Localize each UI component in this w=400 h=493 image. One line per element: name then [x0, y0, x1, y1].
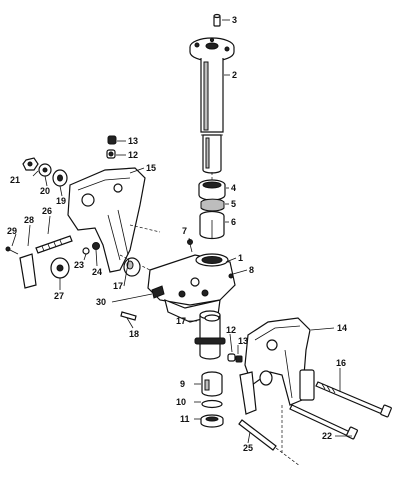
- part-26-threaded-stud: [35, 235, 73, 254]
- callout-10: 10: [176, 397, 186, 407]
- part-20-washer: [38, 163, 52, 177]
- callout-30: 30: [96, 297, 106, 307]
- part-11-washer: [200, 414, 224, 428]
- part-21-nut: [22, 157, 39, 171]
- part-5-clip: [200, 198, 225, 212]
- callout-13-lower: 13: [238, 336, 248, 346]
- callout-24: 24: [92, 267, 102, 277]
- part-10-o-ring: [201, 399, 223, 409]
- callout-16: 16: [336, 358, 346, 368]
- callout-22: 22: [322, 431, 332, 441]
- callout-12-upper: 12: [128, 150, 138, 160]
- part-2-steering-tube: [189, 37, 235, 174]
- callout-11: 11: [180, 414, 190, 424]
- part-12-nut-upper: [106, 149, 116, 159]
- part-17-spacer-lower: [204, 314, 220, 322]
- part-25-pin: [238, 419, 301, 467]
- callout-15: 15: [146, 163, 156, 173]
- callout-25: 25: [243, 443, 253, 453]
- part-15-clamp-bracket-left: [67, 167, 161, 273]
- callout-28: 28: [24, 215, 34, 225]
- callout-12-lower: 12: [226, 325, 236, 335]
- part-29-screw: [5, 246, 19, 255]
- part-14-clamp-bracket-right: [239, 317, 315, 415]
- callout-7: 7: [182, 226, 187, 236]
- part-3-pin: [213, 13, 221, 27]
- callout-20: 20: [40, 186, 50, 196]
- callout-6: 6: [231, 217, 236, 227]
- callout-2: 2: [232, 70, 237, 80]
- part-28-handle: [19, 253, 37, 289]
- callout-29: 29: [7, 226, 17, 236]
- part-4-bushing: [198, 179, 226, 201]
- part-13-bolt-upper: [107, 135, 117, 145]
- callout-18: 18: [129, 329, 139, 339]
- callout-14: 14: [337, 323, 347, 333]
- callout-17-lower: 17: [176, 316, 186, 326]
- part-24-bolt: [92, 242, 100, 250]
- leader-lines: [11, 19, 352, 444]
- part-1-swivel-bracket: [147, 253, 236, 360]
- part-9-bushing: [201, 371, 223, 397]
- callout-9: 9: [180, 379, 185, 389]
- callout-4: 4: [231, 183, 236, 193]
- part-6-bushing: [199, 210, 225, 240]
- part-12-nut-lower: [227, 353, 236, 362]
- callout-23: 23: [74, 260, 84, 270]
- callout-17-upper: 17: [113, 281, 123, 291]
- callout-26: 26: [42, 206, 52, 216]
- callout-3: 3: [232, 15, 237, 25]
- part-13-bolt-lower: [235, 355, 243, 363]
- part-30-clip: [151, 285, 165, 299]
- callout-19: 19: [56, 196, 66, 206]
- part-18-rod: [120, 311, 137, 321]
- callout-21: 21: [10, 175, 20, 185]
- part-16-long-bolt: [315, 381, 392, 418]
- part-23-washer: [82, 247, 90, 255]
- part-8-pin: [228, 273, 234, 279]
- part-27-disc: [50, 257, 70, 279]
- callout-27: 27: [54, 291, 64, 301]
- callout-8: 8: [249, 265, 254, 275]
- callout-13-upper: 13: [128, 136, 138, 146]
- callout-5: 5: [231, 199, 236, 209]
- callout-1: 1: [238, 253, 243, 263]
- part-19-washer: [52, 169, 68, 187]
